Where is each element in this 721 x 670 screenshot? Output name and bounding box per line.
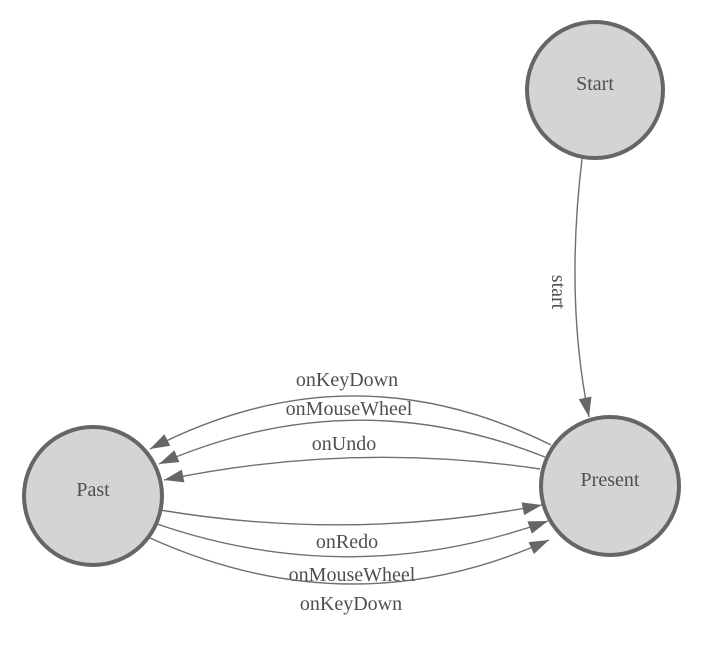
edge-label-onkeydown-bottom: onKeyDown <box>300 593 402 615</box>
edge-label-onredo: onRedo <box>316 531 378 553</box>
edge-label-start: start <box>547 275 569 310</box>
edge-past-to-present-onmousewheel: onMouseWheel <box>156 520 549 586</box>
state-circle-present[interactable] <box>539 415 681 557</box>
state-node-past[interactable]: Past <box>22 425 164 567</box>
edge-present-to-past-onundo: onUndo <box>163 433 541 483</box>
edge-path-start[interactable] <box>574 158 592 418</box>
edge-past-to-present-onredo: onRedo <box>159 502 543 553</box>
edge-path-onmousewheel-top[interactable] <box>158 419 546 465</box>
edge-past-to-present-onkeydown: onKeyDown <box>149 537 550 615</box>
edge-label-onmousewheel-top: onMouseWheel <box>286 398 413 420</box>
state-label-start: Start <box>576 73 614 95</box>
edge-label-onundo: onUndo <box>312 433 376 455</box>
edge-path-onredo[interactable] <box>159 502 543 526</box>
edge-path-onkeydown-top[interactable] <box>149 395 552 450</box>
edge-label-onkeydown-top: onKeyDown <box>296 369 398 391</box>
state-label-present: Present <box>581 469 640 491</box>
edge-path-onkeydown-bottom[interactable] <box>149 537 550 585</box>
edge-present-to-past-onmousewheel: onMouseWheel <box>158 398 546 465</box>
edge-label-onmousewheel-bottom: onMouseWheel <box>289 564 416 586</box>
state-circle-start[interactable] <box>525 20 665 160</box>
state-label-past: Past <box>76 479 110 501</box>
state-node-start[interactable]: Start <box>525 20 665 160</box>
edge-present-to-past-onkeydown: onKeyDown <box>149 369 552 450</box>
state-node-present[interactable]: Present <box>539 415 681 557</box>
state-circle-past[interactable] <box>22 425 164 567</box>
edge-path-onundo[interactable] <box>163 456 541 483</box>
edge-start-to-present: start <box>547 158 592 418</box>
edge-path-onmousewheel-bottom[interactable] <box>156 520 549 558</box>
